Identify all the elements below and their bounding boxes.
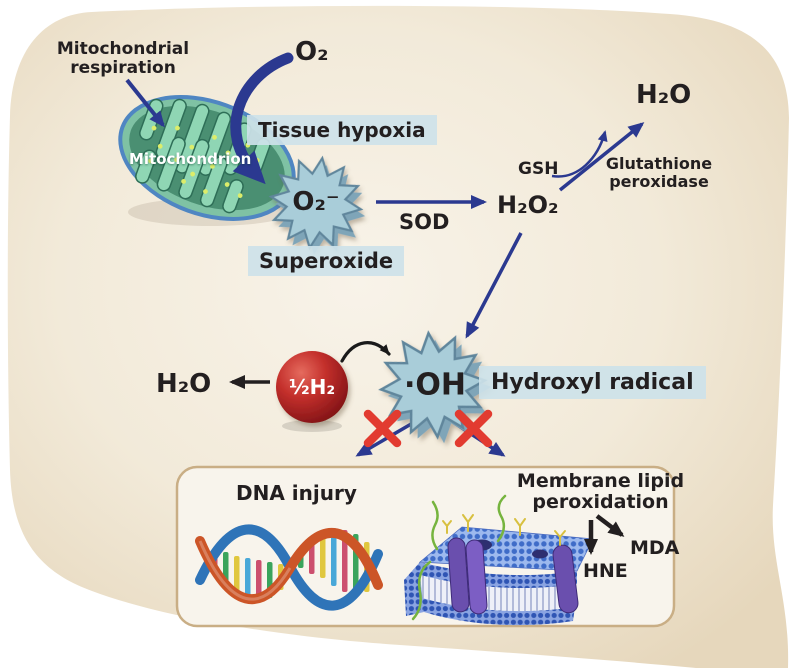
membrane-illustration <box>404 494 594 626</box>
h2o2-label: H₂O₂ <box>497 191 559 219</box>
half-h2-label: ½H₂ <box>288 375 336 399</box>
sphere-shadow <box>282 420 342 432</box>
arrow-h2o2-to-h2o <box>558 122 645 192</box>
o2-label: O₂ <box>295 37 329 67</box>
gsh-label: GSH <box>518 159 559 179</box>
arrow-to-mda <box>595 514 625 537</box>
glutathione-peroxidase-label: Glutathione peroxidase <box>605 154 713 191</box>
arrow-sphere-to-oh <box>340 341 391 363</box>
arrow-o2-to-superoxide <box>230 52 294 185</box>
hydroxyl-radical-label: Hydroxyl radical <box>479 366 706 399</box>
dna-injury-label: DNA injury <box>236 481 357 505</box>
hydroxyl-formula-label: ·OH <box>403 367 467 403</box>
hne-label: HNE <box>583 560 628 582</box>
superoxide-formula-label: O₂⁻ <box>292 187 340 217</box>
half-h2-sphere <box>276 351 348 423</box>
arrow-h2o2-to-oh <box>465 232 523 339</box>
mitochondrial-respiration-label: Mitochondrial respiration <box>56 39 190 79</box>
tissue-hypoxia-label: Tissue hypoxia <box>247 115 437 145</box>
x-mark-icon <box>363 409 402 448</box>
membrane-lipid-peroxidation-label: Membrane lipid peroxidation <box>516 470 685 514</box>
h2o-left-label: H₂O <box>156 369 212 399</box>
x-mark-icon <box>454 409 493 448</box>
arrow-respiration-to-mitochondrion <box>125 78 165 128</box>
mitochondrion-label: Mitochondrion <box>129 150 252 168</box>
dna-helix-illustration <box>195 524 383 611</box>
sod-label: SOD <box>399 210 450 234</box>
h2o-top-label: H₂O <box>636 80 692 110</box>
arrow-gsh <box>551 130 608 178</box>
mda-label: MDA <box>630 537 680 559</box>
superoxide-label: Superoxide <box>248 246 405 276</box>
